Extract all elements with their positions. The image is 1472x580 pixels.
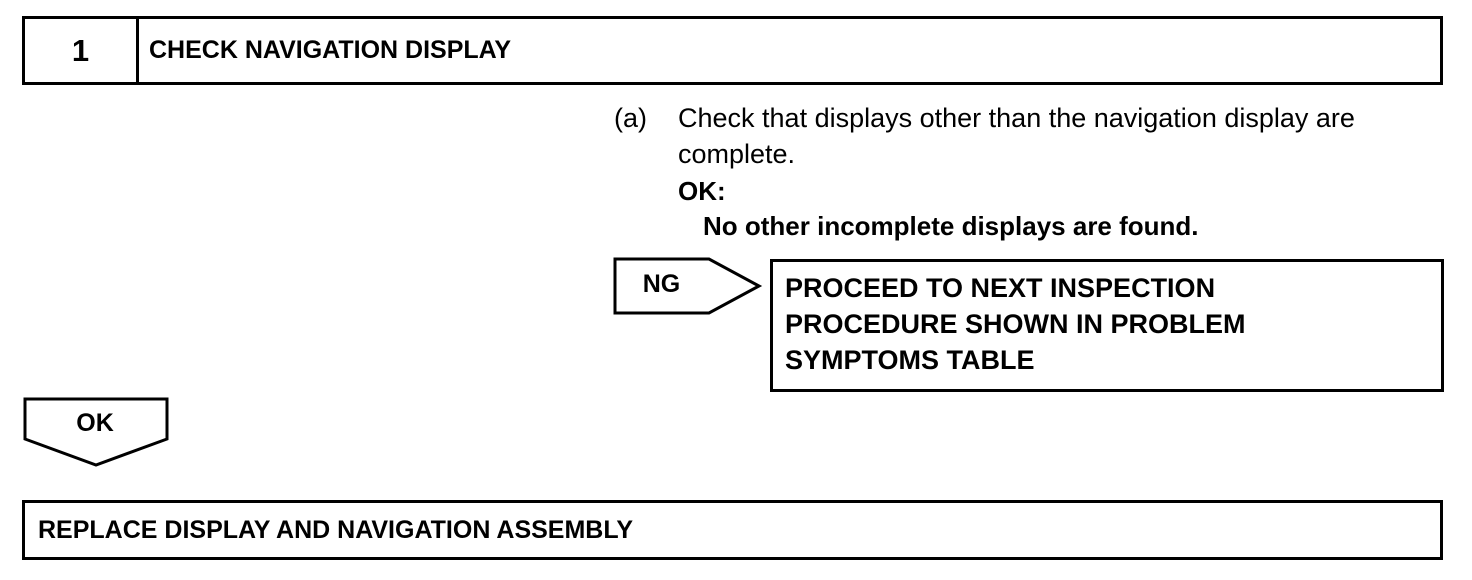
ng-arrow-icon xyxy=(613,257,763,315)
ng-result-line: PROCEED TO NEXT INSPECTION xyxy=(785,273,1216,303)
final-action-box: REPLACE DISPLAY AND NAVIGATION ASSEMBLY xyxy=(22,500,1443,560)
ok-criteria-label: OK: xyxy=(678,176,726,206)
step-title: CHECK NAVIGATION DISPLAY xyxy=(149,36,512,64)
final-action-text: REPLACE DISPLAY AND NAVIGATION ASSEMBLY xyxy=(38,515,633,544)
instruction-text: Check that displays other than the navig… xyxy=(678,103,1355,169)
ng-result-box: PROCEED TO NEXT INSPECTION PROCEDURE SHO… xyxy=(770,259,1444,392)
ok-label: OK xyxy=(76,408,114,437)
instruction-letter: (a) xyxy=(614,103,647,133)
ok-criteria-detail: No other incomplete displays are found. xyxy=(703,211,1199,241)
ng-label: NG xyxy=(642,269,681,298)
ng-result-line: SYMPTOMS TABLE xyxy=(785,345,1035,375)
ok-arrow-icon xyxy=(23,397,169,467)
step-number: 1 xyxy=(25,19,139,82)
ng-result-line: PROCEDURE SHOWN IN PROBLEM xyxy=(785,309,1246,339)
step-header: 1 CHECK NAVIGATION DISPLAY xyxy=(22,16,1443,85)
